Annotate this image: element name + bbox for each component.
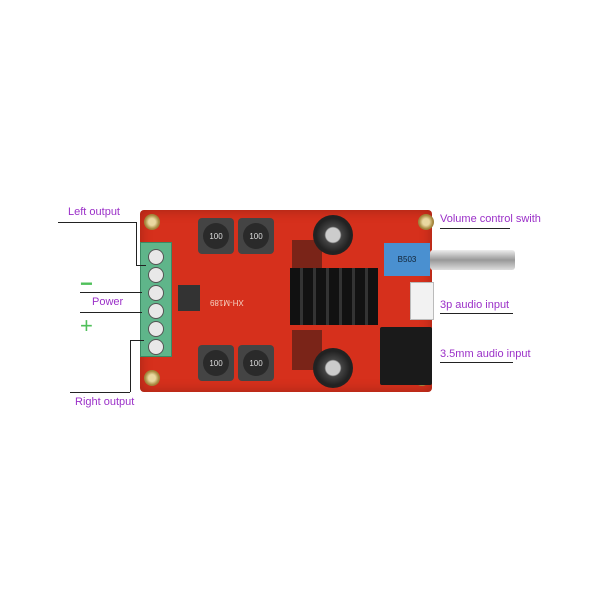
callout-line [80, 312, 142, 313]
inductor: 100 [238, 345, 274, 381]
3.5mm-audio-input-label: 3.5mm audio input [440, 348, 531, 360]
screw-terminal[interactable] [148, 339, 164, 355]
inductor: 100 [238, 218, 274, 254]
terminal-block [140, 242, 172, 357]
screw-terminal[interactable] [148, 267, 164, 283]
volume-potentiometer[interactable]: B503 [384, 243, 430, 276]
callout-line [136, 222, 137, 266]
mount-hole [418, 214, 434, 230]
rectifier-chip [178, 285, 200, 311]
callout-line [440, 313, 513, 314]
callout-line [70, 392, 130, 393]
mount-hole [144, 214, 160, 230]
minus-sign: − [80, 271, 93, 296]
plus-sign: + [80, 313, 93, 338]
mount-hole [144, 370, 160, 386]
3p-audio-connector [410, 282, 434, 320]
3.5mm-audio-jack [380, 327, 432, 385]
callout-line [440, 228, 510, 229]
volume-control-label: Volume control swith [440, 213, 541, 225]
inductor: 100 [198, 218, 234, 254]
right-output-label: Right output [75, 396, 135, 408]
screw-terminal[interactable] [148, 303, 164, 319]
heatsink [290, 268, 378, 325]
callout-line [440, 362, 513, 363]
potentiometer-shaft[interactable] [430, 250, 515, 270]
callout-line [58, 222, 136, 223]
screw-terminal[interactable] [148, 285, 164, 301]
amplifier-board: XH-M189 [140, 210, 434, 392]
screw-terminal[interactable] [148, 249, 164, 265]
callout-line [130, 340, 131, 392]
3p-audio-input-label: 3p audio input [440, 299, 510, 311]
capacitor [313, 215, 353, 255]
board-model: XH-M189 [210, 298, 244, 307]
left-output-label: Left output [68, 206, 120, 218]
power-label: Power [92, 296, 124, 308]
callout-line [130, 340, 144, 341]
screw-terminal[interactable] [148, 321, 164, 337]
callout-line [80, 292, 142, 293]
capacitor [313, 348, 353, 388]
callout-line [136, 265, 146, 266]
inductor: 100 [198, 345, 234, 381]
